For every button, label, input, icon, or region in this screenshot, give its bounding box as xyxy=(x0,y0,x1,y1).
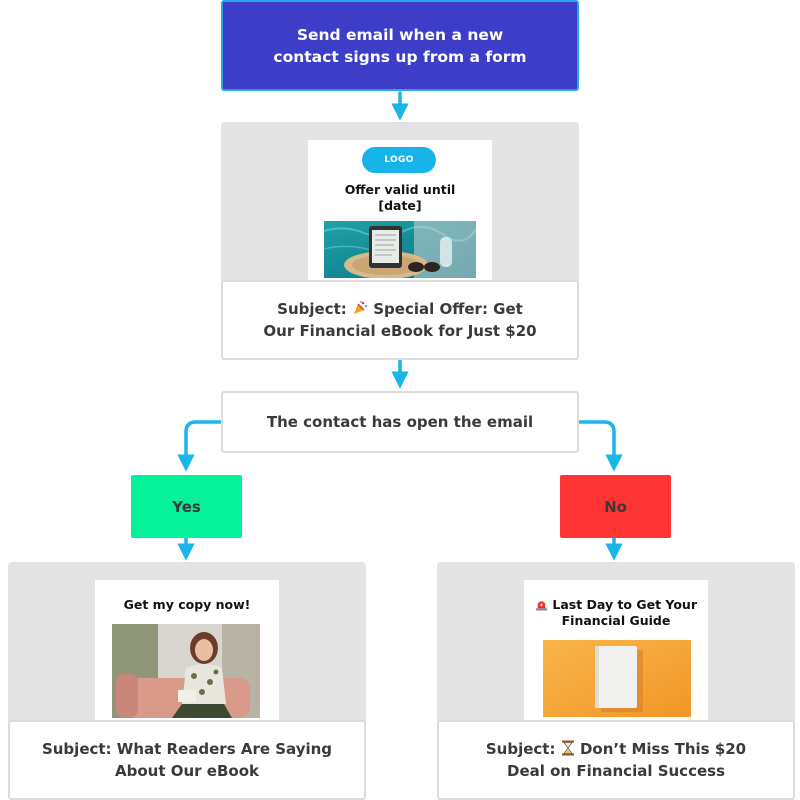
condition-text: The contact has open the email xyxy=(266,413,534,431)
subject-prefix-no: Subject: xyxy=(485,740,556,758)
email-subject-yes: Subject: What Readers Are Saying About O… xyxy=(8,720,366,800)
subject-text-yes: What Readers Are Saying About Our eBook xyxy=(115,740,333,780)
email-heading-yes: Get my copy now! xyxy=(123,597,251,612)
subject-text: Special Offer: Get Our Financial eBook f… xyxy=(263,300,537,340)
subject-prefix: Subject: xyxy=(277,300,347,318)
logo-label: LOGO xyxy=(384,155,414,165)
subject-text-no: Don’t Miss This $20 Deal on Financial Su… xyxy=(507,740,747,780)
branch-yes[interactable]: Yes xyxy=(131,475,242,538)
arrow-condition-to-no xyxy=(578,420,623,472)
book-on-orange-photo xyxy=(543,640,691,717)
hourglass-icon xyxy=(561,740,574,756)
branch-yes-label: Yes xyxy=(172,497,201,516)
siren-icon xyxy=(535,601,548,611)
branch-no-label: No xyxy=(604,497,627,516)
email-subject-no: Subject: Don’t Miss This $20 Deal on Fin… xyxy=(437,720,795,800)
condition-node[interactable]: The contact has open the email xyxy=(221,391,579,453)
logo-badge: LOGO xyxy=(362,147,436,173)
party-popper-icon xyxy=(354,300,368,314)
branch-no[interactable]: No xyxy=(560,475,671,538)
email-subject-offer: Subject: Special Offer: Get Our Financia… xyxy=(221,280,579,360)
email-heading-no: Last Day to Get Your Financial Guide xyxy=(530,597,702,629)
woman-reading-photo xyxy=(112,624,260,718)
arrow-condition-to-yes xyxy=(177,420,222,472)
trigger-node[interactable]: Send email when a new contact signs up f… xyxy=(221,0,579,91)
pool-ereader-photo xyxy=(324,221,476,278)
email-heading-offer: Offer valid until [date] xyxy=(344,182,456,213)
subject-prefix-yes: Subject: xyxy=(41,740,112,758)
trigger-text: Send email when a new contact signs up f… xyxy=(273,25,527,66)
